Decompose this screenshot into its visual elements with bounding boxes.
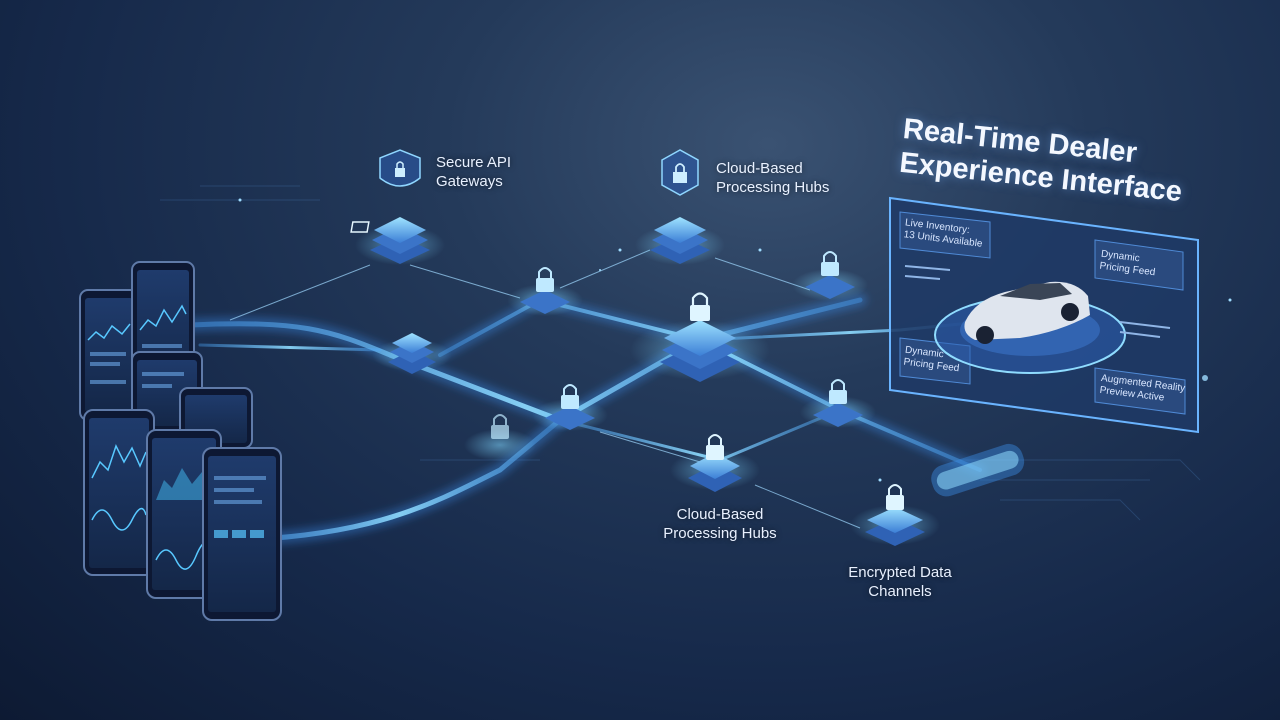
phone-1 [79,289,139,421]
api-gateway-node [350,149,445,265]
label-secure-api: Secure API Gateways [436,154,512,190]
encrypted-node [850,484,940,546]
circuit-traces [160,185,1201,521]
label-cloud-bottom: Cloud-Based Processing Hubs [663,506,777,542]
mobile-devices [79,261,282,621]
label-encrypted: Encrypted Data Channels [848,564,952,600]
label-cloud-top: Cloud-Based Processing Hubs [716,160,830,196]
particles [238,198,1232,482]
cloud-hub-top-node [635,149,725,265]
lock-node-2 [792,251,868,301]
lock-node-5 [464,414,536,461]
lock-node-3 [532,384,608,431]
lock-node-4 [800,379,876,428]
cloud-hub-bottom-node [670,434,760,492]
phone-7 [202,447,282,621]
car-icon [964,281,1090,344]
lock-node-1 [507,267,583,316]
dealer-interface-panel [889,196,1199,434]
phone-5 [83,409,155,576]
central-hub-node [630,292,770,382]
encrypted-channel-tube [931,443,1025,497]
relay-node [372,333,452,374]
